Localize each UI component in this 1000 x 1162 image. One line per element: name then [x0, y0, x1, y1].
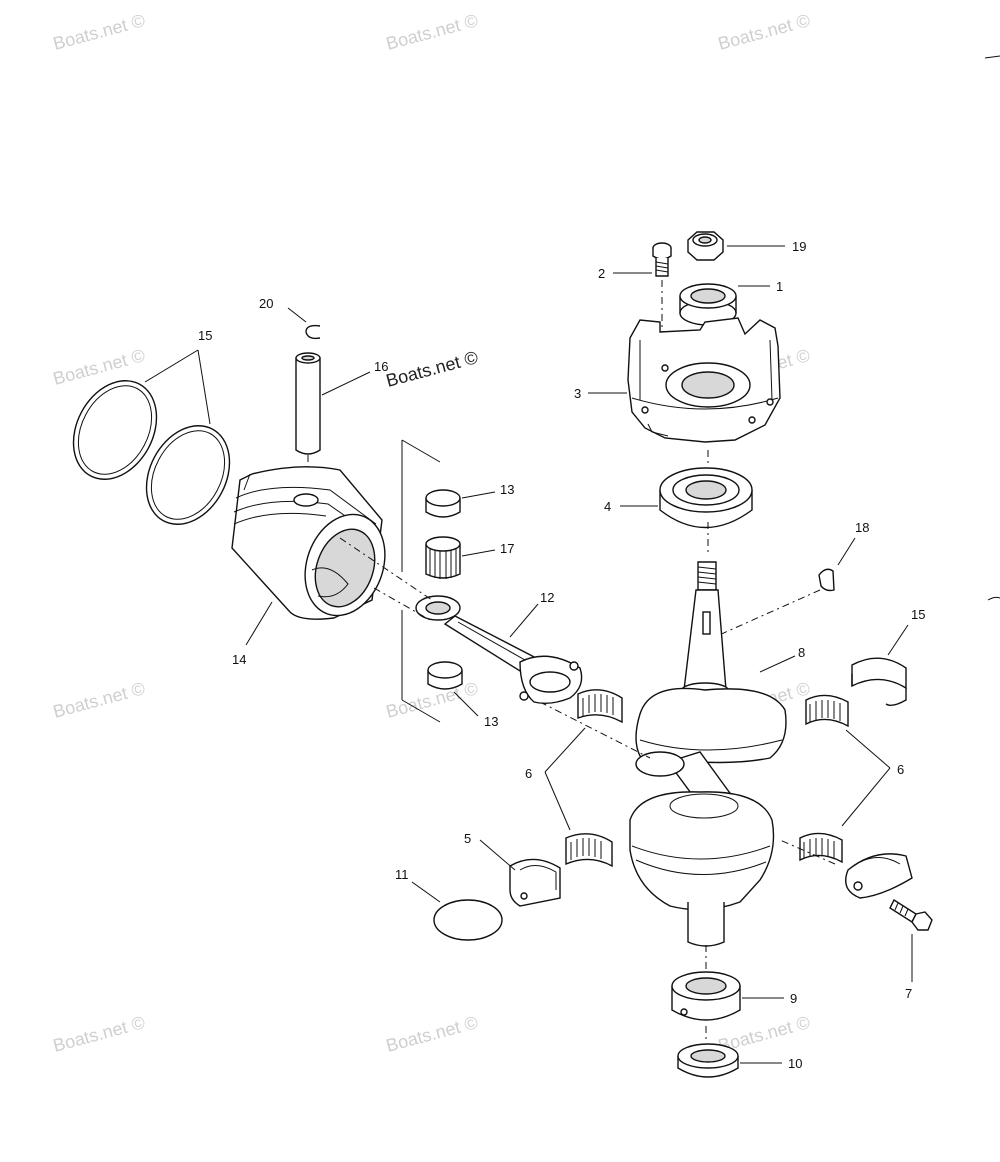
callout-18: 18: [855, 520, 869, 535]
watermark: Boats.net ©: [384, 10, 480, 54]
part-18-key: [818, 568, 835, 592]
callout-4: 4: [604, 499, 611, 514]
callout-6a: 6: [525, 766, 532, 781]
callout-14: 14: [232, 652, 246, 667]
watermark: Boats.net ©: [51, 678, 147, 722]
part-13-upper-bushing: [425, 489, 461, 518]
part-12-connecting-rod: [415, 595, 583, 705]
callout-11: 11: [395, 867, 409, 882]
part-19-nut: [687, 231, 724, 261]
part-11-washer: [433, 899, 503, 941]
watermark: Boats.net ©: [51, 10, 147, 54]
edge-mark: [987, 596, 1000, 601]
callout-20: 20: [259, 296, 273, 311]
part-20-circlip: [305, 324, 321, 340]
part-16-piston-pin: [295, 352, 321, 455]
part-7-bolt: [889, 898, 933, 931]
part-6-right-upper-bearing: [805, 694, 849, 728]
watermark: Boats.net ©: [384, 1012, 480, 1056]
callout-7: 7: [905, 986, 912, 1001]
part-14-piston: [231, 466, 386, 620]
group-bracket: [401, 439, 441, 723]
callout-13a: 13: [500, 482, 514, 497]
callout-1: 1: [776, 279, 783, 294]
callout-17: 17: [500, 541, 514, 556]
part-15-piston-rings: [72, 380, 231, 525]
part-13-lower-bushing: [427, 661, 463, 690]
callout-3: 3: [574, 386, 581, 401]
part-4-ball-bearing: [659, 467, 753, 529]
callout-15a: 15: [198, 328, 212, 343]
callout-13b: 13: [484, 714, 498, 729]
callout-19: 19: [792, 239, 806, 254]
part-5-washer: [509, 858, 561, 907]
part-6-left-upper-bearing: [577, 689, 623, 724]
callout-12: 12: [540, 590, 554, 605]
part-9-needle-bearing: [671, 971, 741, 1021]
watermark: Boats.net ©: [51, 1012, 147, 1056]
callout-6b: 6: [897, 762, 904, 777]
callout-8: 8: [798, 645, 805, 660]
callout-15b: 15: [911, 607, 925, 622]
callout-9: 9: [790, 991, 797, 1006]
part-6-right-lower-bearing: [799, 832, 843, 864]
part-1-seal: [679, 283, 737, 326]
part-7-rod-cap: [845, 853, 913, 899]
callout-2: 2: [598, 266, 605, 281]
part-3-end-cap: [627, 317, 781, 443]
part-2-screw: [652, 242, 672, 277]
part-15-right-washer: [851, 657, 907, 707]
edge-mark: [984, 55, 1000, 59]
callout-16: 16: [374, 359, 388, 374]
callout-10: 10: [788, 1056, 802, 1071]
part-8-crankshaft: [629, 561, 787, 947]
callout-5: 5: [464, 831, 471, 846]
part-6-left-lower-bearing: [565, 833, 613, 868]
watermark: Boats.net ©: [716, 10, 812, 54]
watermark-center: Boats.net ©: [384, 347, 480, 391]
part-17-needle-cage: [425, 536, 461, 579]
part-10-lower-seal: [677, 1043, 739, 1078]
